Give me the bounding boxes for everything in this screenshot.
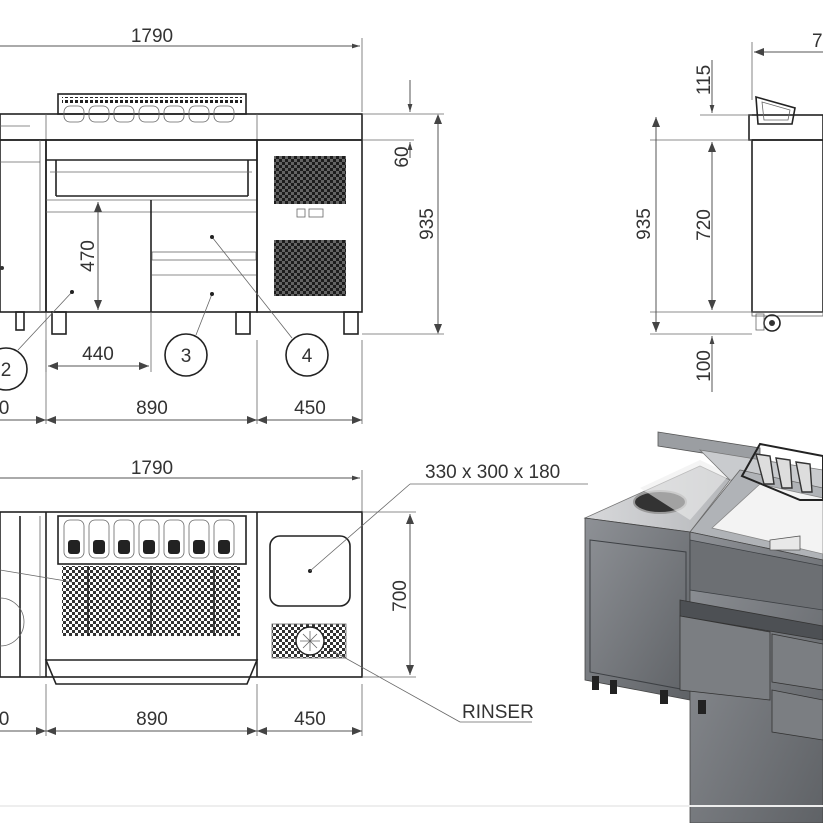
dim-front-middle: 890 — [136, 398, 168, 419]
side-top — [748, 114, 823, 141]
side-bin — [755, 95, 796, 125]
dim-drawer-height: 470 — [78, 240, 99, 272]
leg — [235, 311, 251, 335]
callout-3 — [164, 333, 208, 377]
dim-side-body: 720 — [694, 209, 715, 241]
side-view: 7 115 935 720 100 — [634, 31, 823, 392]
callout-4 — [285, 333, 329, 377]
leg — [15, 311, 25, 331]
dim-side-depth: 7 — [812, 31, 823, 52]
dim-counter-height: 60 — [392, 146, 413, 167]
dim-drawer-width: 440 — [82, 344, 114, 365]
render-left-front — [584, 517, 691, 701]
svg-text:3: 3 — [181, 346, 192, 367]
display-panel — [308, 208, 324, 218]
sink-size-label: 330 x 300 x 180 — [425, 462, 560, 483]
top-view: 1790 — [0, 458, 588, 736]
callout-2 — [0, 347, 28, 391]
dim-side-top: 115 — [694, 65, 715, 95]
bin-row — [62, 97, 242, 123]
dim-front-width: 1790 — [131, 26, 173, 47]
top-bins — [57, 515, 247, 565]
render-drawer-lower — [771, 689, 823, 741]
svg-text:4: 4 — [302, 346, 313, 367]
control-button — [296, 208, 306, 218]
dim-top-width: 1790 — [131, 458, 173, 479]
svg-text:2: 2 — [1, 360, 12, 381]
front-edge — [44, 659, 259, 685]
dim-front-right: 450 — [294, 398, 326, 419]
counter-top — [0, 113, 363, 141]
ingredient-bins — [57, 93, 247, 115]
dim-top-right: 450 — [294, 709, 326, 730]
leg — [51, 311, 67, 335]
sink-basin — [269, 535, 351, 607]
dim-front-left: 0 — [0, 398, 9, 419]
left-cabinet — [0, 139, 47, 313]
dim-front-height: 935 — [417, 208, 438, 240]
side-body — [751, 139, 823, 313]
render-bin-rack — [740, 442, 823, 501]
rinser-label: RINSER — [462, 702, 534, 723]
dim-top-left: 0 — [0, 709, 9, 730]
render-door — [679, 615, 771, 701]
dim-top-middle: 890 — [136, 709, 168, 730]
dim-side-total: 935 — [634, 208, 655, 240]
top-outline — [0, 511, 363, 678]
render-drawer-upper — [771, 633, 823, 691]
leg — [343, 311, 359, 335]
dim-top-depth: 700 — [390, 580, 411, 612]
front-view: 1790 — [0, 26, 444, 424]
left-sink — [0, 597, 25, 647]
cooler-cabinet — [256, 139, 363, 313]
dim-side-legs: 100 — [694, 350, 715, 382]
product-render — [583, 431, 823, 823]
